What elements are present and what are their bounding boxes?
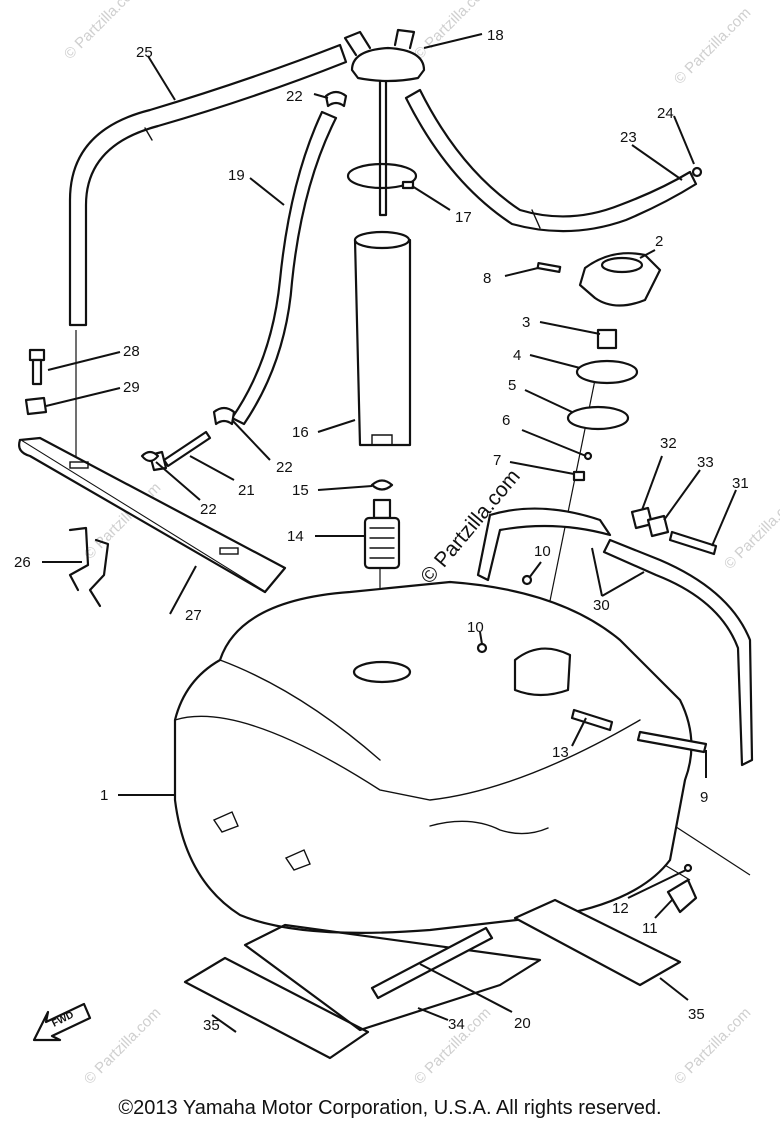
- hose-23: [404, 88, 698, 233]
- pin-8: [536, 262, 562, 273]
- clip-24: [691, 166, 703, 178]
- clip-15: [370, 479, 394, 491]
- callout-12: 12: [612, 900, 629, 917]
- bracket-30: [476, 507, 754, 767]
- pin-7: [572, 470, 586, 482]
- plate-4: [575, 359, 639, 385]
- callout-24: 24: [657, 105, 674, 122]
- callout-27: 27: [185, 607, 202, 624]
- bar-27: [18, 436, 287, 594]
- callout-23: 23: [620, 129, 637, 146]
- nut-10b: [476, 642, 488, 654]
- spring-3: [596, 328, 618, 350]
- callout-19: 19: [228, 167, 245, 184]
- callout-33: 33: [697, 454, 714, 471]
- callout-34: 34: [448, 1016, 465, 1033]
- callout-1: 1: [100, 787, 108, 804]
- clip-12: [683, 863, 693, 873]
- callout-14: 14: [287, 528, 304, 545]
- callout-30: 30: [593, 597, 610, 614]
- callout-2: 2: [655, 233, 663, 250]
- callout-3: 3: [522, 314, 530, 331]
- watermark-text: © Partzilla.com: [671, 1004, 754, 1087]
- pad-34: [243, 923, 542, 1032]
- callout-22-bottom: 22: [200, 501, 217, 518]
- callout-25: 25: [136, 44, 153, 61]
- leader-lines: [42, 33, 737, 1033]
- callout-7: 7: [493, 452, 501, 469]
- filter-14: [363, 498, 401, 570]
- bolt-13: [570, 708, 614, 732]
- gasket-5: [566, 405, 630, 431]
- pad-35-left: [183, 956, 370, 1060]
- callout-29: 29: [123, 379, 140, 396]
- fwd-arrow: FWD: [32, 1002, 92, 1042]
- ring-17-lug: [401, 180, 415, 190]
- clip-22-mid: [212, 406, 236, 426]
- callout-21: 21: [238, 482, 255, 499]
- collar-29: [24, 396, 48, 416]
- copyright-notice: ©2013 Yamaha Motor Corporation, U.S.A. A…: [118, 1097, 662, 1119]
- callout-32: 32: [660, 435, 677, 452]
- hose-19: [230, 110, 338, 426]
- callout-8: 8: [483, 270, 491, 287]
- callout-9: 9: [700, 789, 708, 806]
- callout-17: 17: [455, 209, 472, 226]
- watermark-text: © Partzilla.com: [81, 1004, 164, 1087]
- callout-28: 28: [123, 343, 140, 360]
- callout-31: 31: [732, 475, 749, 492]
- callout-35-right: 35: [688, 1006, 705, 1023]
- callout-6: 6: [502, 412, 510, 429]
- watermark-text: © Partzilla.com: [721, 489, 780, 572]
- bolt-31: [668, 530, 718, 556]
- callout-35-left: 35: [203, 1017, 220, 1034]
- bolt-9: [636, 730, 708, 754]
- callout-numbers: 1 2 3 4 5 6 7 8 9 10 10 11 12 13 14 15 1…: [14, 27, 749, 1034]
- ring-17: [346, 162, 418, 190]
- callout-10a: 10: [534, 543, 551, 560]
- rod-20: [370, 926, 494, 1000]
- clip-22-top: [324, 90, 348, 108]
- callout-20: 20: [514, 1015, 531, 1032]
- cover-11: [666, 878, 698, 914]
- watermark-text: © Partzilla.com: [671, 4, 754, 87]
- spring-26: [68, 526, 110, 608]
- watermark-text: © Partzilla.com: [411, 0, 494, 63]
- collar-33: [646, 514, 670, 538]
- pad-35-right: [513, 898, 682, 987]
- cap-2: [578, 252, 662, 307]
- callout-26: 26: [14, 554, 31, 571]
- callout-10b: 10: [467, 619, 484, 636]
- gauge-unit-18: [343, 28, 426, 217]
- callout-13: 13: [552, 744, 569, 761]
- clip-22-left: [140, 450, 160, 463]
- callout-5: 5: [508, 377, 516, 394]
- callout-18: 18: [487, 27, 504, 44]
- tube-16: [353, 230, 412, 447]
- fuel-tank-1: [173, 580, 693, 934]
- callout-22-top: 22: [286, 88, 303, 105]
- callout-11: 11: [642, 920, 658, 937]
- bolt-28: [28, 348, 46, 386]
- callout-16: 16: [292, 424, 309, 441]
- callout-22-right: 22: [276, 459, 293, 476]
- callout-4: 4: [513, 347, 521, 364]
- watermark-text: © Partzilla.com: [61, 0, 144, 63]
- hose-25: [68, 43, 348, 327]
- callout-15: 15: [292, 482, 309, 499]
